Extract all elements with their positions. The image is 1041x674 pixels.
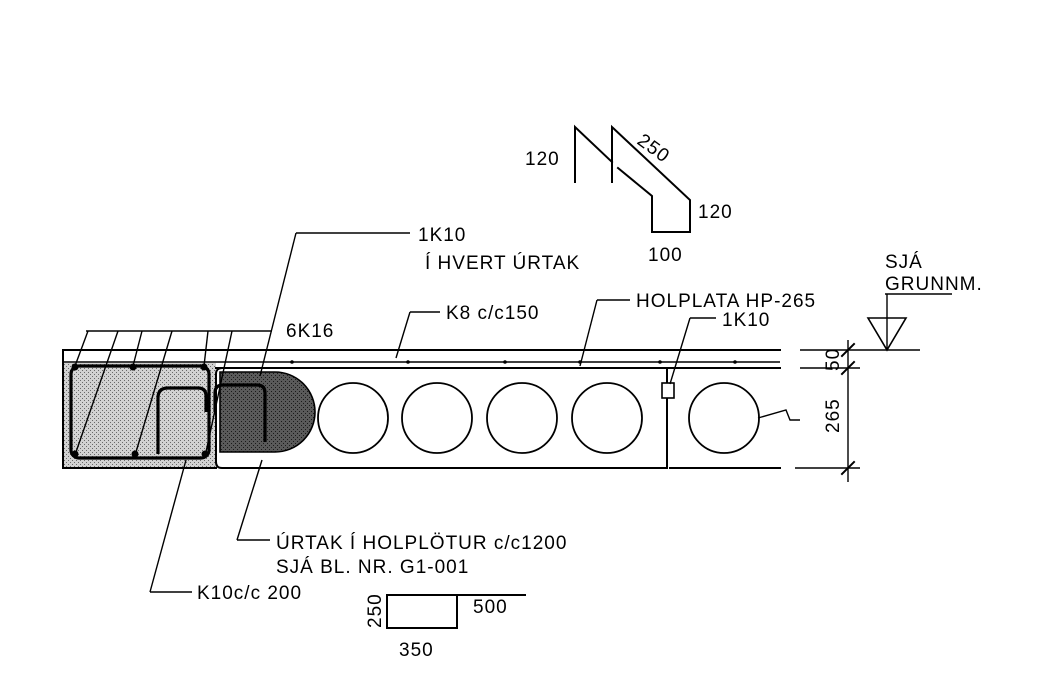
foundation-label: GRUNNM. bbox=[885, 274, 983, 295]
leader-line bbox=[259, 232, 297, 377]
rebar-dot bbox=[131, 450, 139, 458]
hook-bar-2 bbox=[213, 383, 267, 442]
each-core-label: Í HVERT ÚRTAK bbox=[425, 252, 580, 274]
leader-line bbox=[236, 459, 263, 541]
cores-leader: ÚRTAK Í HOLPLÖTUR c/c1200 SJÁ BL. NR. G1… bbox=[236, 459, 567, 578]
slab-dimension: 265 bbox=[823, 398, 844, 433]
stirrups-label: K10c/c 200 bbox=[197, 583, 302, 604]
void-circle bbox=[571, 382, 643, 454]
void-circle bbox=[688, 382, 760, 454]
leader-line bbox=[135, 330, 173, 453]
stirrup-leg-dim: 500 bbox=[473, 597, 508, 618]
leader-line bbox=[74, 330, 89, 367]
rebar-dot bbox=[129, 363, 137, 371]
level-triangle-icon bbox=[866, 317, 908, 352]
hollowcore-voids bbox=[317, 382, 760, 454]
hook-bar-1 bbox=[156, 386, 208, 454]
leader-line bbox=[75, 330, 119, 453]
rebar-dot bbox=[200, 363, 208, 371]
grouted-core bbox=[219, 371, 316, 453]
dimension-tick bbox=[840, 460, 856, 476]
bent-bar-shape: 120 250 120 100 bbox=[525, 124, 733, 266]
bent-bar-dim-right: 120 bbox=[698, 202, 733, 223]
bent-bar-main bbox=[611, 124, 691, 233]
hollowcore-unit-1-outline bbox=[215, 366, 666, 469]
void-circle bbox=[401, 382, 473, 454]
rebar-dot bbox=[71, 363, 79, 371]
topping-dimension: 50 bbox=[823, 348, 844, 371]
bent-bar-dim-bottom: 100 bbox=[648, 245, 683, 266]
stirrup-shape bbox=[386, 594, 526, 629]
mesh-dot bbox=[406, 360, 410, 364]
leader-line bbox=[205, 330, 233, 453]
leader-line bbox=[579, 299, 598, 367]
k10-each-core-leader: 1K10 Í HVERT ÚRTAK bbox=[259, 225, 580, 377]
bent-bar-dim-left: 120 bbox=[525, 149, 560, 170]
stirrup-shape-sketch: 250 500 350 bbox=[365, 593, 526, 661]
mesh-label: K8 c/c150 bbox=[446, 303, 540, 324]
foundation-reference: SJÁ GRUNNM. bbox=[860, 252, 983, 352]
leader-line bbox=[132, 330, 143, 367]
six-k16-leader: 6K16 bbox=[74, 321, 334, 453]
stirrup-height-dim: 250 bbox=[365, 593, 386, 628]
mesh-dot bbox=[658, 360, 662, 364]
slab-dimensions: 50 265 bbox=[795, 340, 860, 482]
stirrup bbox=[69, 364, 211, 460]
bent-bar-dim-diagonal: 250 bbox=[633, 130, 673, 167]
dimension-tick bbox=[840, 360, 856, 376]
rebar-dot bbox=[201, 450, 209, 458]
leader-line bbox=[395, 311, 411, 359]
longitudinal-bars bbox=[71, 363, 209, 458]
dimension-tick bbox=[840, 342, 856, 358]
void-pointer bbox=[757, 409, 800, 421]
void-circle bbox=[317, 382, 389, 454]
see-label: SJÁ bbox=[885, 252, 923, 273]
leader-line bbox=[669, 317, 691, 385]
void-circle bbox=[486, 382, 558, 454]
k10-each-core-label: 1K10 bbox=[418, 225, 466, 246]
stirrup-width-dim: 350 bbox=[399, 640, 434, 661]
concrete-beam-hatch bbox=[63, 363, 216, 468]
mesh-dot bbox=[503, 360, 507, 364]
bent-bar-left-leg bbox=[574, 124, 614, 183]
hollowcore-label: HOLPLATA HP-265 bbox=[636, 291, 816, 312]
cores-label: ÚRTAK Í HOLPLÖTUR c/c1200 bbox=[276, 532, 567, 554]
stirrups-leader: K10c/c 200 bbox=[149, 459, 302, 604]
hollowcore-leader: HOLPLATA HP-265 bbox=[579, 291, 816, 367]
mesh-dot bbox=[290, 360, 294, 364]
six-k16-label: 6K16 bbox=[286, 321, 334, 342]
mesh-leader: K8 c/c150 bbox=[395, 303, 540, 359]
joint-bar-label: 1K10 bbox=[722, 310, 770, 331]
joint-bar-leader: 1K10 bbox=[669, 310, 770, 385]
leader-line bbox=[203, 330, 209, 367]
see-sheet-label: SJÁ BL. NR. G1-001 bbox=[276, 557, 469, 578]
joint-bar-symbol bbox=[661, 382, 675, 399]
mesh-dot bbox=[733, 360, 737, 364]
leader-line bbox=[149, 459, 187, 593]
rebar-dot bbox=[71, 450, 79, 458]
